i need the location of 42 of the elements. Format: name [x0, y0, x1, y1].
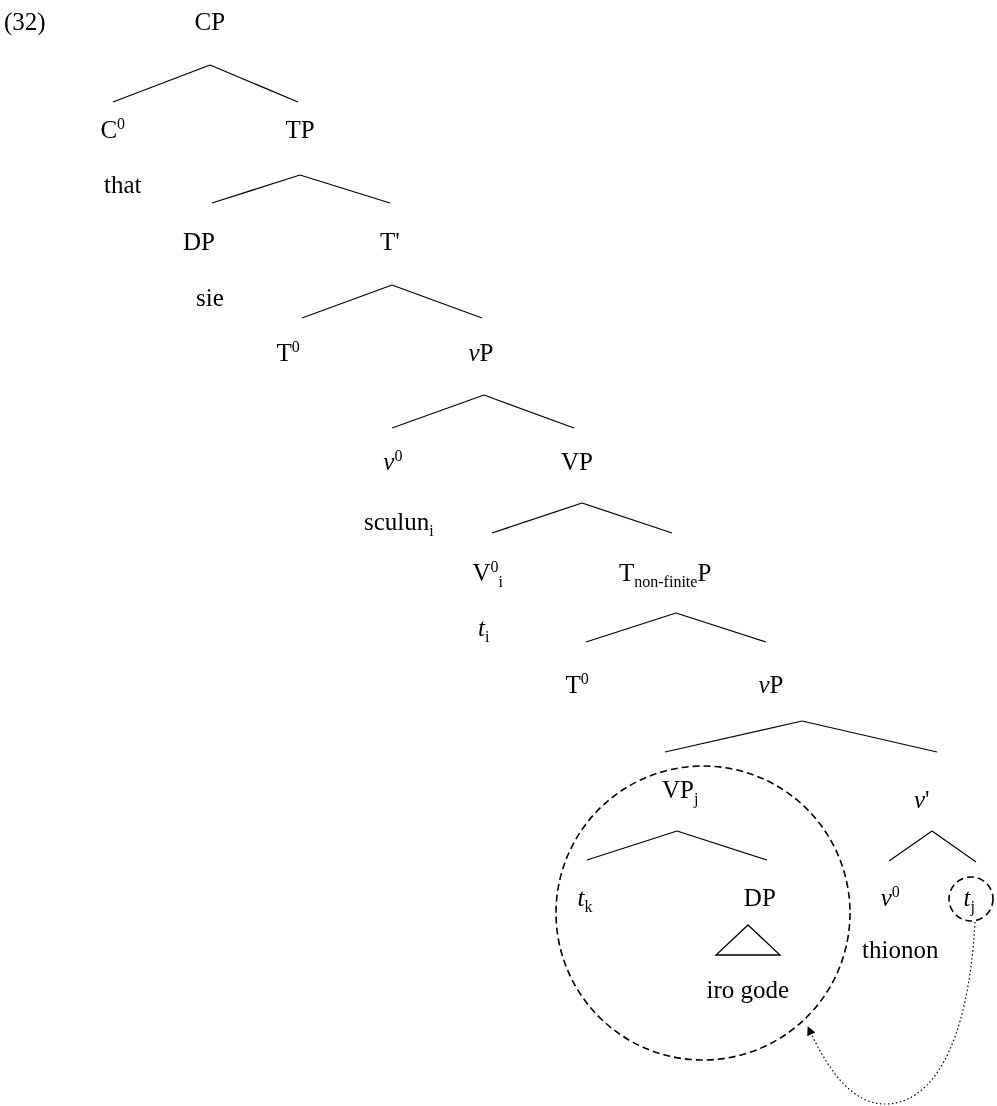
tree-label: CP	[194, 8, 226, 36]
tree-label: T$_{non-finite}$P	[619, 559, 712, 587]
tree-branch	[581, 502, 673, 534]
tree-branch	[483, 394, 575, 429]
terminal-word: iro gode	[706, 976, 790, 1004]
tree-label: v$^{0}$	[880, 884, 900, 912]
tree-branch	[209, 64, 299, 103]
tree-label: T$^{0}$	[276, 339, 300, 367]
tree-branch	[801, 720, 938, 753]
tree-label: v'	[914, 786, 930, 814]
tree-branch	[112, 64, 211, 103]
terminal-word: that	[104, 171, 142, 199]
example-number: (32)	[4, 8, 46, 36]
terminal-word: sculun$_{i}$	[364, 508, 434, 536]
tree-branch	[676, 830, 768, 861]
movement-arrow	[807, 921, 976, 1105]
tree-label: t$_{k}$	[577, 884, 593, 912]
tree-branch	[299, 174, 391, 204]
tree-branch	[675, 612, 767, 643]
tree-branch	[586, 830, 678, 861]
tree-label: v$^{0}$	[383, 448, 403, 476]
tree-branch	[301, 284, 393, 319]
tree-branch	[391, 394, 485, 429]
tree-branch	[211, 174, 301, 204]
tree-branch	[888, 830, 933, 862]
tree-branch	[491, 502, 583, 534]
terminal-word: sie	[196, 284, 224, 312]
tree-label: T$^{0}$	[565, 671, 589, 699]
tree-branch	[931, 830, 977, 863]
terminal-word: thionon	[862, 936, 939, 964]
tree-label: TP	[285, 116, 315, 144]
tree-label: vP	[758, 671, 784, 699]
tree-label: C$^{0}$	[100, 116, 126, 144]
tree-label: T'	[380, 228, 400, 256]
tree-branch	[664, 720, 803, 753]
tree-label: vP	[468, 339, 494, 367]
tree-branch	[391, 284, 483, 319]
tree-label: VP	[561, 448, 593, 476]
tree-label: DP	[743, 884, 776, 912]
tree-label: DP	[183, 228, 215, 256]
tree-branch	[585, 612, 677, 643]
terminal-word: t$_{i}$	[478, 614, 490, 642]
